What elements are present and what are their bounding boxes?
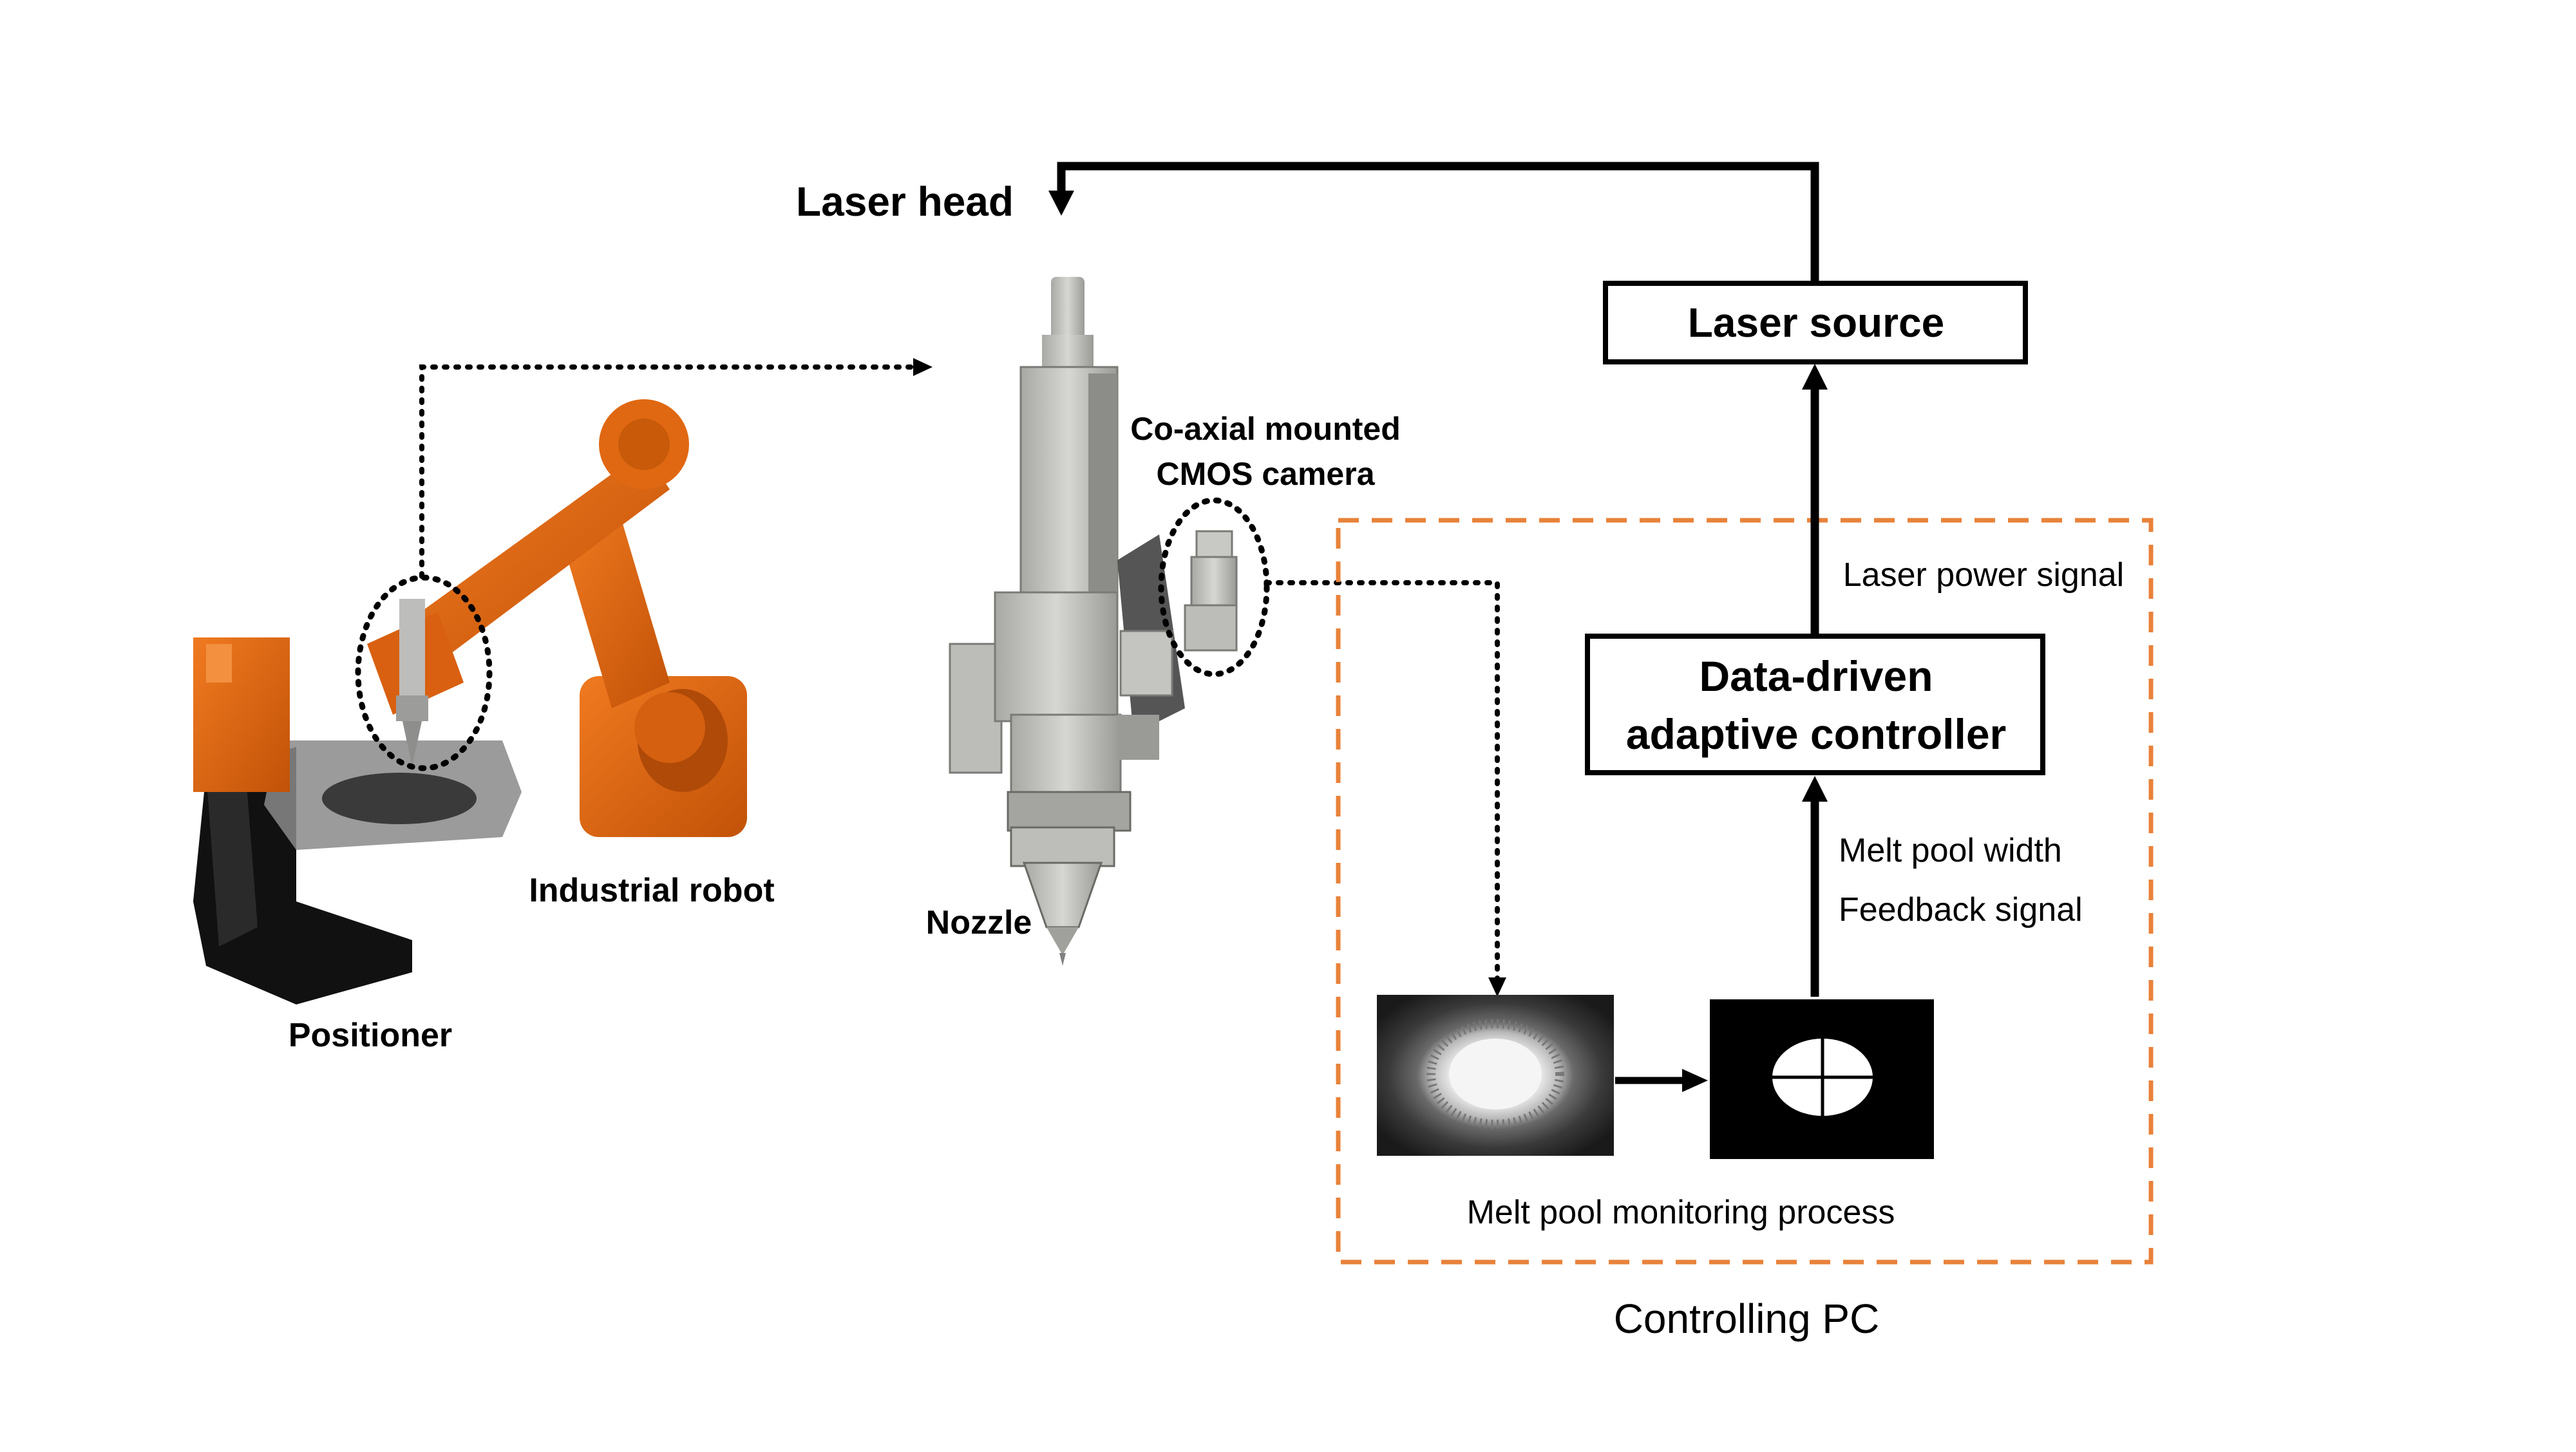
adaptive-controller-box — [1585, 634, 2045, 775]
laser-source-label: Laser source — [1688, 299, 1944, 346]
monitoring-process-label: Melt pool monitoring process — [1467, 1194, 1895, 1231]
robot-to-head-dotted-connector — [419, 364, 930, 579]
camera-highlight-circle — [1158, 497, 1270, 677]
laser-power-signal-label: Laser power signal — [1843, 556, 2124, 594]
camera-to-monitor-arrowhead — [1488, 977, 1506, 997]
camera-label-line2: CMOS camera — [1156, 456, 1375, 492]
camera-to-monitor-dotted-connector — [1264, 580, 1500, 985]
laser-head-illustration — [949, 277, 1238, 966]
positioner-label: Positioner — [289, 1017, 452, 1054]
industrial-robot-illustration — [193, 399, 747, 837]
controller-label-line1: Data-driven — [1699, 652, 1933, 700]
camera-label-line1: Co-axial mounted — [1130, 411, 1400, 447]
controlling-pc-label: Controlling PC — [1614, 1296, 1880, 1342]
industrial-robot-label: Industrial robot — [529, 872, 774, 909]
controlling-pc-boundary — [1336, 518, 2154, 1265]
melt-pool-width-label: Melt pool width — [1839, 832, 2062, 869]
laser-head-label: Laser head — [796, 178, 1014, 225]
robot-to-head-arrowhead — [913, 358, 933, 376]
melt-pool-processed-image — [1710, 999, 1934, 1159]
source-to-head-arrowhead — [1048, 191, 1074, 216]
controller-label-line2: adaptive controller — [1626, 710, 2007, 758]
positioner-illustration — [193, 740, 522, 1004]
feedback-to-controller-arrowhead — [1802, 776, 1828, 802]
controller-to-source-arrowhead — [1802, 364, 1828, 390]
feedback-signal-label: Feedback signal — [1839, 891, 2083, 929]
source-to-head-arrow-line — [1057, 162, 1819, 283]
nozzle-label: Nozzle — [926, 904, 1032, 941]
laser-source-box — [1603, 281, 2028, 364]
raw-to-processed-arrowhead — [1682, 1069, 1708, 1092]
melt-pool-raw-image — [1377, 995, 1614, 1156]
